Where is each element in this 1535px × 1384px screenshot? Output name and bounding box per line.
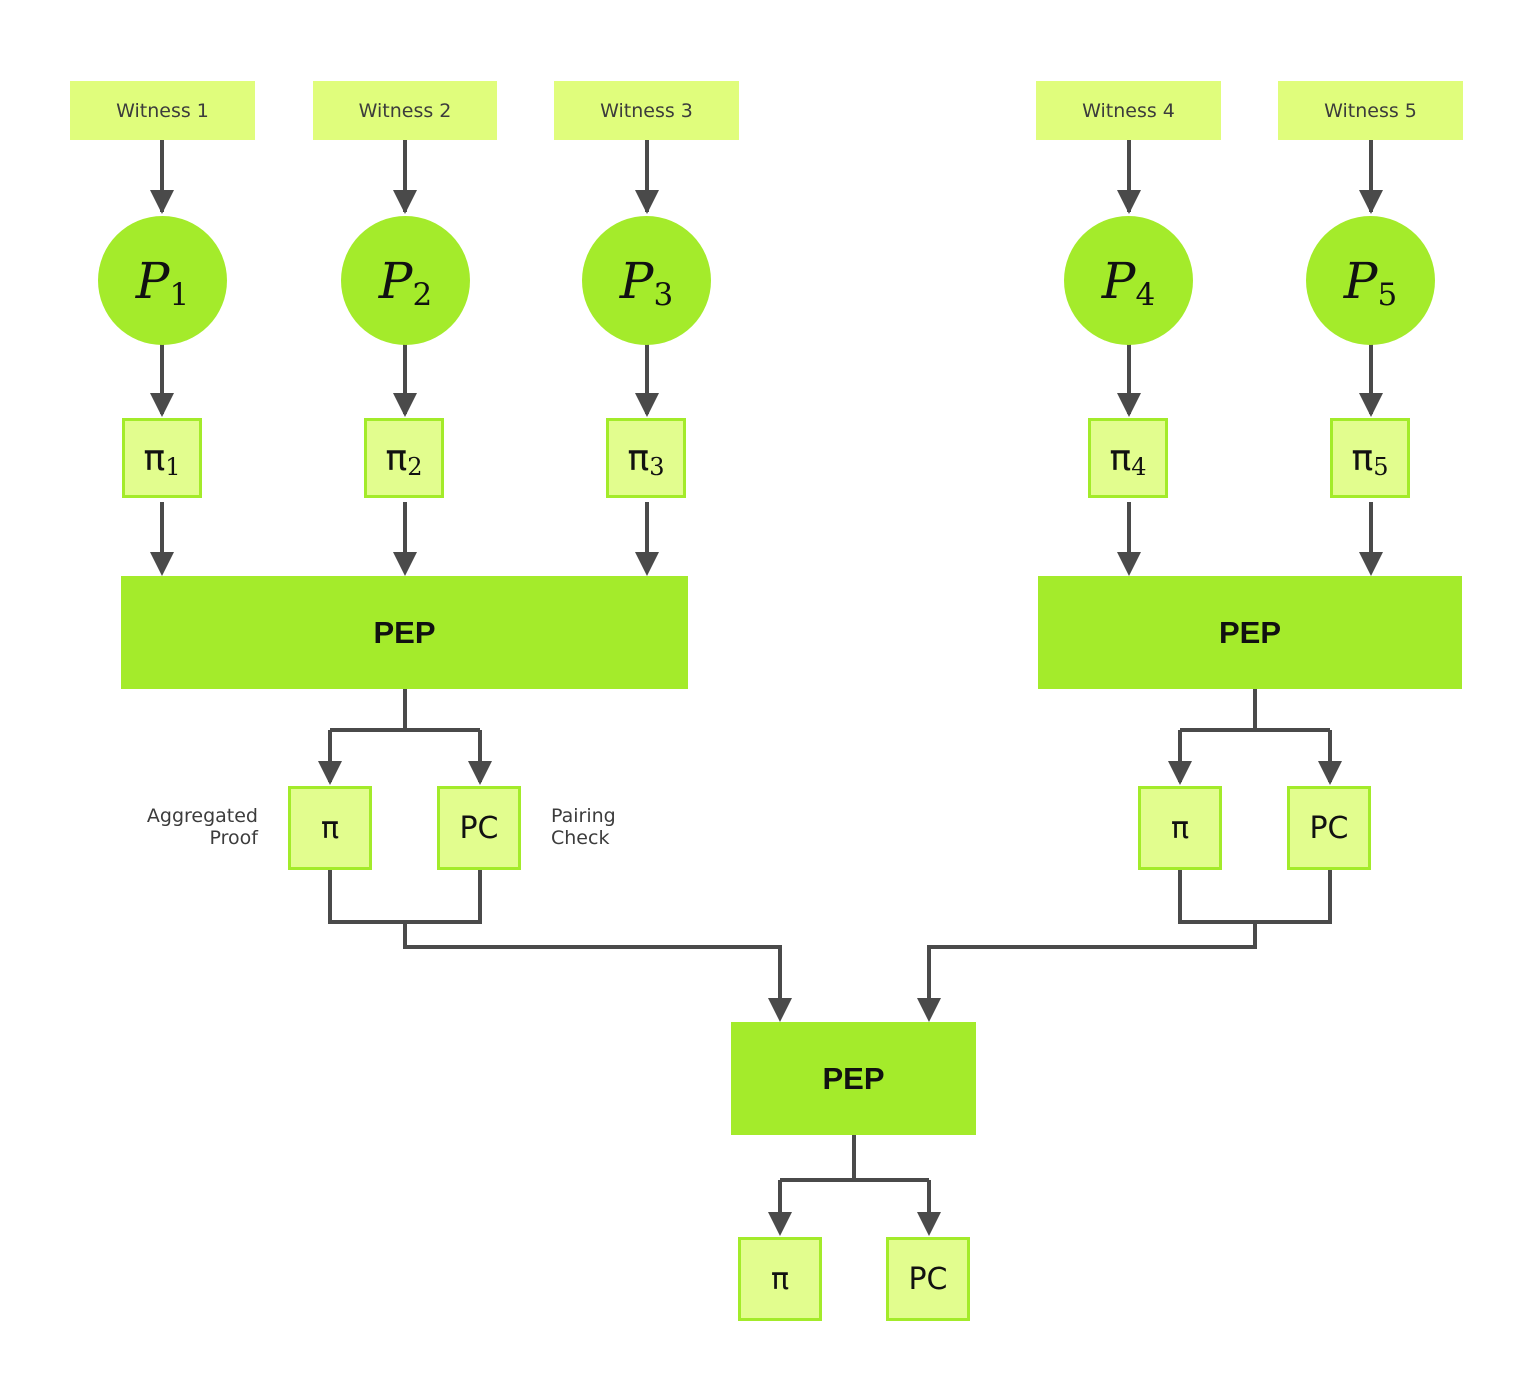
proof-subscript: 2 [407, 453, 423, 481]
right-pep-split [1178, 689, 1332, 782]
pi-label: π [320, 810, 340, 846]
pc-label: PC [459, 810, 499, 846]
prover-symbol: P [135, 251, 170, 310]
bottom-pep-split [778, 1135, 931, 1232]
aggregated-proof-note: Aggregated Proof [120, 805, 258, 849]
arrowhead [635, 190, 659, 214]
arrowhead [1168, 761, 1192, 785]
proof-symbol: π [385, 437, 408, 479]
prover-symbol: P [619, 251, 654, 310]
witness-1: Witness 1 [70, 81, 255, 140]
arrowhead [318, 761, 342, 785]
arrowhead [1359, 552, 1383, 576]
arrowhead [468, 761, 492, 785]
pairing-check-final: PC [886, 1237, 970, 1321]
prover-subscript: 4 [1135, 276, 1156, 313]
arrowhead [768, 998, 792, 1022]
arrowhead [1117, 393, 1141, 417]
note-line: Aggregated [146, 805, 258, 827]
note-line: Check [551, 827, 610, 849]
pep-right: PEP [1038, 576, 1462, 689]
prover-symbol: P [1101, 251, 1136, 310]
arrowhead [635, 552, 659, 576]
aggregated-proof-right: π [1138, 786, 1222, 870]
pi-label: π [770, 1261, 790, 1297]
prover-subscript: 3 [653, 276, 674, 313]
proof-symbol: π [143, 437, 166, 479]
witness-5-label: Witness 5 [1324, 99, 1417, 122]
arrowhead [1318, 761, 1342, 785]
right-merge [927, 870, 1332, 1018]
arrowhead [768, 1212, 792, 1236]
note-line: Pairing [551, 805, 616, 827]
aggregated-proof-left: π [288, 786, 372, 870]
pairing-check-right: PC [1287, 786, 1371, 870]
prover-subscript: 5 [1377, 276, 1398, 313]
witness-3-label: Witness 3 [600, 99, 693, 122]
witness-4-label: Witness 4 [1082, 99, 1175, 122]
proof-symbol: π [627, 437, 650, 479]
arrowhead [1359, 393, 1383, 417]
witness-5: Witness 5 [1278, 81, 1463, 140]
proof-subscript: 5 [1373, 453, 1389, 481]
arrowhead [1359, 190, 1383, 214]
pc-label: PC [908, 1261, 948, 1297]
pep-label: PEP [1218, 614, 1282, 650]
arrowhead [635, 393, 659, 417]
pairing-check-note: Pairing Check [551, 805, 671, 849]
arrowhead [150, 393, 174, 417]
arrowhead [1117, 552, 1141, 576]
pairing-check-left: PC [437, 786, 521, 870]
prover-subscript: 1 [169, 276, 190, 313]
arrowhead [917, 998, 941, 1022]
pi-label: π [1170, 810, 1190, 846]
note-line: Proof [209, 827, 258, 849]
arrowhead [150, 190, 174, 214]
proof-symbol: π [1351, 437, 1374, 479]
witness-2-label: Witness 2 [358, 99, 452, 122]
prover-subscript: 2 [412, 276, 433, 313]
pc-label: PC [1309, 810, 1349, 846]
pep-label: PEP [373, 614, 436, 650]
arrowhead [917, 1212, 941, 1236]
pep-label: PEP [822, 1060, 885, 1096]
left-pep-split [328, 689, 482, 782]
arrowhead [393, 393, 417, 417]
proof-subscript: 3 [649, 453, 665, 481]
witness-3: Witness 3 [554, 81, 739, 140]
proof-symbol: π [1109, 437, 1132, 479]
aggregated-proof-final: π [738, 1237, 822, 1321]
pep-bottom: PEP [731, 1022, 976, 1135]
prover-symbol: P [1343, 251, 1378, 310]
proof-subscript: 1 [165, 453, 181, 481]
arrowhead [393, 190, 417, 214]
witness-1-label: Witness 1 [116, 99, 209, 122]
witness-4: Witness 4 [1036, 81, 1221, 140]
arrowhead [150, 552, 174, 576]
pep-left: PEP [121, 576, 688, 689]
prover-symbol: P [378, 251, 413, 310]
arrowhead [1117, 190, 1141, 214]
witness-2: Witness 2 [313, 81, 497, 140]
left-merge [328, 870, 782, 1018]
arrowhead [393, 552, 417, 576]
proof-subscript: 4 [1131, 453, 1147, 481]
